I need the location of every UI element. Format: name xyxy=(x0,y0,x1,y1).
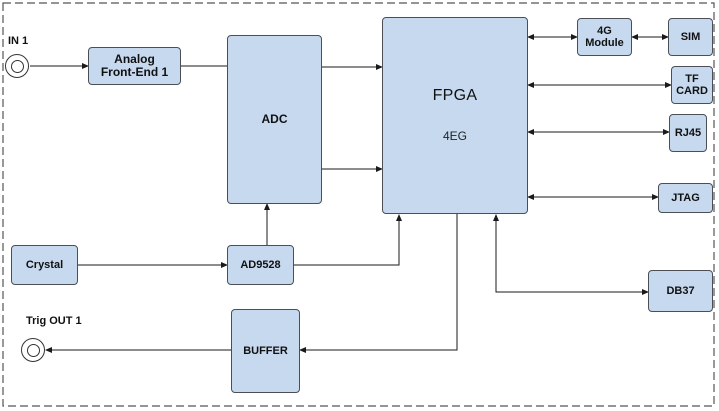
analog-front-end-label: Analog Front-End 1 xyxy=(100,52,169,79)
fpga-subtitle: 4EG xyxy=(442,128,467,143)
4g-module-label: 4G Module xyxy=(585,25,624,49)
in1-label: IN 1 xyxy=(8,35,29,47)
db37-label: DB37 xyxy=(666,285,695,297)
buffer-label: BUFFER xyxy=(243,345,288,357)
crystal-label: Crystal xyxy=(25,259,64,271)
adc-block[interactable]: ADC xyxy=(227,35,322,204)
sim-label: SIM xyxy=(680,31,701,43)
sim-block[interactable]: SIM xyxy=(668,18,713,56)
rj45-label: RJ45 xyxy=(674,127,702,139)
fpga-label: FPGA xyxy=(432,86,478,104)
wire-ad9528-to-fpga xyxy=(294,214,402,266)
rj45-block[interactable]: RJ45 xyxy=(669,114,707,152)
tf-card-label: TF CARD xyxy=(676,73,708,97)
in1-connector-icon xyxy=(5,54,29,78)
jtag-label: JTAG xyxy=(671,192,700,204)
tf-card-block[interactable]: TF CARD xyxy=(671,66,713,104)
wire-fpga-db37 xyxy=(493,214,649,295)
analog-front-end-block[interactable]: Analog Front-End 1 xyxy=(88,47,181,85)
4g-module-block[interactable]: 4G Module xyxy=(577,18,632,56)
db37-block[interactable]: DB37 xyxy=(648,270,713,312)
ad9528-label: AD9528 xyxy=(240,259,281,271)
buffer-block[interactable]: BUFFER xyxy=(231,309,300,393)
trig-out-connector-icon xyxy=(21,338,45,362)
jtag-block[interactable]: JTAG xyxy=(658,183,713,213)
system-boundary xyxy=(2,2,715,407)
fpga-block[interactable]: FPGA 4EG xyxy=(382,17,528,214)
adc-label: ADC xyxy=(261,112,288,126)
wire-fpga-to-buffer xyxy=(299,214,458,353)
ad9528-block[interactable]: AD9528 xyxy=(227,245,294,285)
trig-out-label: Trig OUT 1 xyxy=(26,315,82,327)
crystal-block[interactable]: Crystal xyxy=(11,245,78,285)
